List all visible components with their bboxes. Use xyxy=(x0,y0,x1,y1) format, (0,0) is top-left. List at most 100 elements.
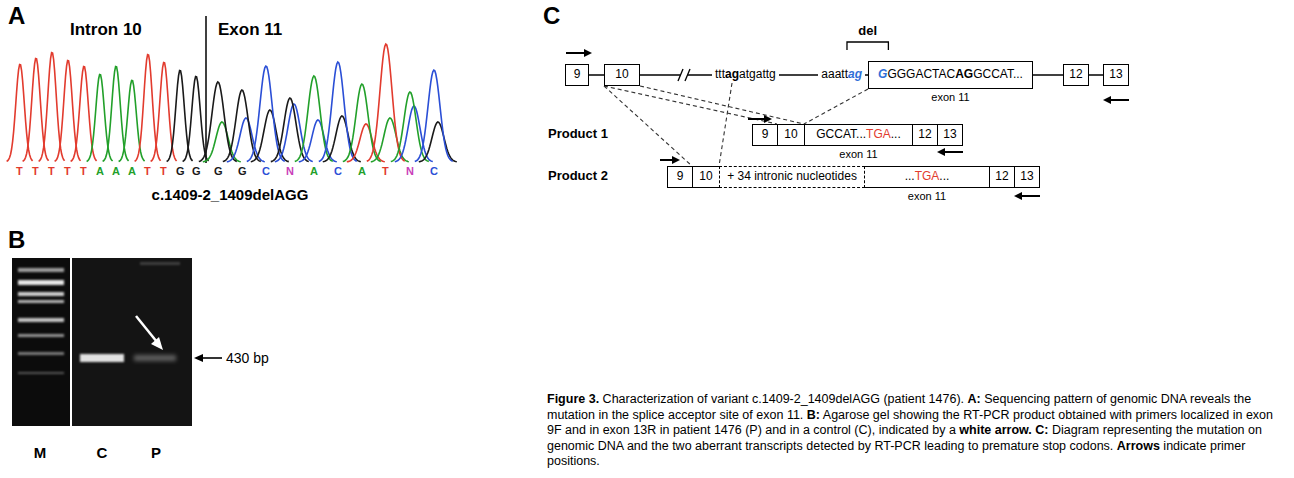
caption-word: mutation xyxy=(1197,423,1245,437)
trace-peak xyxy=(7,65,33,162)
caption-word: and xyxy=(765,423,786,437)
caption-word: (C), xyxy=(854,423,875,437)
text-run: 9 xyxy=(574,67,581,81)
text-run: 13 xyxy=(943,127,956,141)
exon-box: 9 xyxy=(565,64,589,86)
caption-word: in xyxy=(589,423,599,437)
mapping-line xyxy=(604,86,777,124)
caption-word: a xyxy=(949,423,956,437)
exon-box: 12 xyxy=(1063,64,1089,86)
caption-word: premature xyxy=(982,439,1039,453)
caption-word: pattern xyxy=(1054,392,1093,406)
intron-sequence: tttagatgattg xyxy=(712,68,779,82)
caption-word: detected xyxy=(806,439,854,453)
chromatogram xyxy=(7,44,457,162)
trace-peak xyxy=(87,75,113,162)
text-run: 9 xyxy=(677,169,684,183)
caption-word: Agarose xyxy=(823,408,870,422)
caption-word: obtained xyxy=(1058,408,1106,422)
text-run: C xyxy=(543,2,560,29)
gel-band xyxy=(18,352,64,355)
base-letter: T xyxy=(64,165,71,178)
caption-word: in xyxy=(790,423,800,437)
exon-caption: exon 11 xyxy=(839,148,877,160)
base-letter: N xyxy=(286,165,294,178)
text-run: + 34 intronic nucleotides xyxy=(727,169,857,183)
exon-box: 10 xyxy=(692,166,720,188)
white-arrow-shaft xyxy=(136,316,157,342)
trace-peak xyxy=(271,98,309,162)
exon-box: ...TGA...exon 11 xyxy=(864,166,990,188)
text-run: A xyxy=(8,2,25,29)
box-text: 9 xyxy=(574,68,581,81)
box-text: GGGGACTACAGGCCAT... xyxy=(878,68,1023,81)
exon-box: GCCAT...TGA...exon 11 xyxy=(804,124,913,146)
caption-word: in xyxy=(660,423,670,437)
exon-box: 13 xyxy=(1103,64,1129,86)
caption-word: Figure xyxy=(547,392,585,406)
caption-word: primer xyxy=(1210,439,1245,453)
caption-word: codons. xyxy=(1070,439,1114,453)
base-letter: N xyxy=(406,165,414,178)
box-text: 12 xyxy=(995,170,1008,183)
mapping-line xyxy=(640,86,804,124)
text-run: ag xyxy=(725,67,739,81)
text-run: 10 xyxy=(784,127,797,141)
trace-peak xyxy=(23,59,49,162)
caption-word: variant xyxy=(711,392,749,406)
box-text: 13 xyxy=(1109,68,1122,81)
exon-box: 12 xyxy=(912,124,938,146)
gel-band xyxy=(18,292,64,296)
panel-letter: A xyxy=(8,2,25,30)
caption-word: (patient xyxy=(883,392,925,406)
caption-word: 13R xyxy=(633,423,656,437)
trace-peak xyxy=(367,44,405,161)
caption-word: control xyxy=(813,423,851,437)
primer-arrow-head xyxy=(584,49,592,57)
caption-word: in xyxy=(598,408,608,422)
caption-word: Arrows xyxy=(1117,439,1160,453)
box-text: 13 xyxy=(943,128,956,141)
size-arrow-head xyxy=(194,354,203,362)
base-letter: C xyxy=(262,165,270,178)
primer-arrow-head xyxy=(764,115,772,123)
patient-band xyxy=(134,355,176,361)
gel-band xyxy=(18,280,64,285)
base-letter: C xyxy=(430,165,438,178)
mapping-line xyxy=(719,83,732,166)
box-text: 9 xyxy=(762,128,769,141)
text-run: ... xyxy=(939,169,949,183)
primer-arrow xyxy=(748,118,766,120)
text-run: ... xyxy=(891,127,901,141)
primer-arrow xyxy=(1020,195,1040,197)
text-run: 10 xyxy=(699,169,712,183)
base-letter: T xyxy=(16,165,23,178)
exon-box: GGGGACTACAGGCCAT...exon 11 xyxy=(868,61,1033,89)
caption-word: a xyxy=(803,423,810,437)
base-letter: T xyxy=(160,165,167,178)
caption-word: positions. xyxy=(547,454,600,468)
text-run: Product 2 xyxy=(548,168,608,183)
exon-box: 13 xyxy=(937,124,963,146)
caption-word: of xyxy=(697,392,707,406)
text-run: ag xyxy=(848,67,862,81)
text-run: Exon 11 xyxy=(218,20,282,39)
caption-word: exon xyxy=(603,423,630,437)
caption-word: the xyxy=(1176,423,1193,437)
text-run: del xyxy=(858,23,877,38)
genomic-line xyxy=(1089,74,1103,76)
deletion-bracket xyxy=(847,42,888,50)
caption-word: 1476 xyxy=(714,423,742,437)
exon-box: 9 xyxy=(752,124,778,146)
primer-arrow xyxy=(943,151,963,153)
caption-word: genomic xyxy=(547,439,594,453)
caption-word: RT-PCR xyxy=(963,408,1009,422)
caption-word: C: xyxy=(1035,423,1048,437)
caption-word: reveals xyxy=(1190,392,1230,406)
base-letter: G xyxy=(176,165,185,178)
exon-box: 12 xyxy=(989,166,1015,188)
break-mark xyxy=(678,69,683,81)
figure-caption: Figure 3. Characterization of variant c.… xyxy=(547,392,1289,470)
